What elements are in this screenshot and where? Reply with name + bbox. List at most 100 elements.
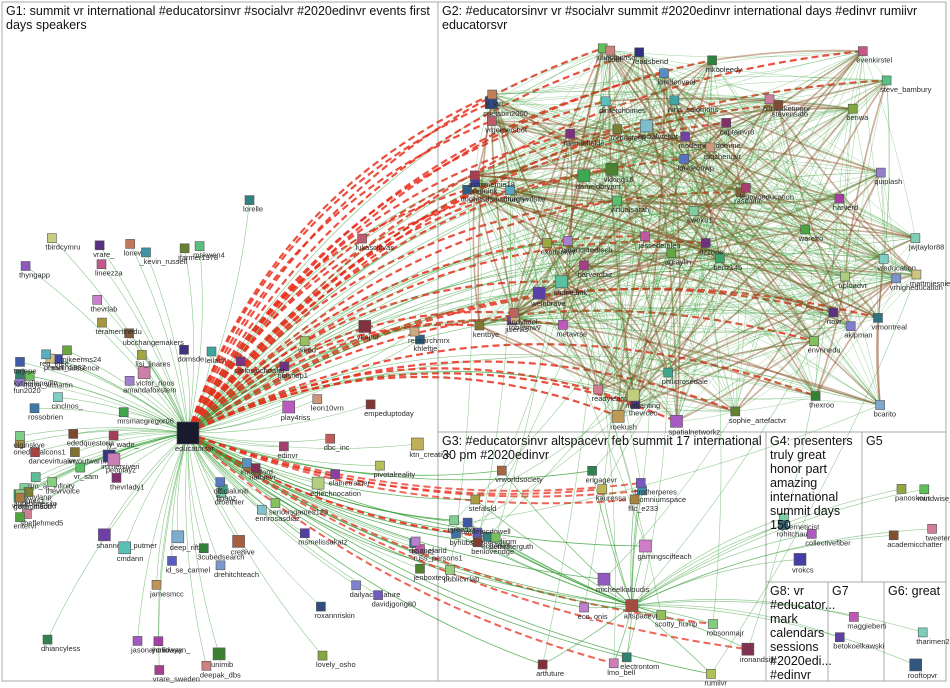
- node-mrsmacgregor06[interactable]: mrsmacgregor06: [117, 407, 174, 426]
- node-manuelfelde[interactable]: manuelfelde: [564, 129, 605, 147]
- node-tbirdcymru[interactable]: tbirdcymru: [45, 233, 80, 252]
- node-mattmiesnieks[interactable]: mattmiesnieks: [910, 269, 950, 288]
- node-leilach[interactable]: leilach: [205, 346, 226, 365]
- node-roekush[interactable]: roekush: [610, 409, 637, 431]
- node-bmarks4edtech[interactable]: bmarks4edtech: [561, 236, 612, 254]
- node-evenkirstel[interactable]: evenkirstel: [856, 46, 892, 65]
- node-wired[interactable]: wired: [297, 336, 316, 355]
- node-sophie-artefactvr[interactable]: sophie_artefactvr: [729, 406, 787, 425]
- node-virtualsarahj[interactable]: virtualsarahj: [610, 195, 651, 214]
- node-weinbrave[interactable]: weinbrave: [530, 286, 565, 308]
- node-mindwise-ck[interactable]: mindwise_ck: [918, 484, 950, 503]
- node-tweeter[interactable]: tweeter: [926, 523, 950, 542]
- node-netbanting[interactable]: netbanting: [625, 388, 660, 410]
- node-peoplayz[interactable]: peoplayz: [106, 453, 136, 474]
- node-lineezza[interactable]: lineezza: [95, 259, 123, 278]
- node-academicchatter[interactable]: academicchatter: [887, 530, 943, 549]
- node-elginskye[interactable]: elginskye: [14, 431, 45, 449]
- node-empeduptoday[interactable]: empeduptoday: [364, 399, 414, 418]
- node-stevensato[interactable]: stevensato: [772, 100, 808, 118]
- node-fllc-e233[interactable]: fllc_e233: [628, 494, 658, 513]
- node-dzzone[interactable]: dzzone: [699, 238, 723, 257]
- node-ededquestoria[interactable]: ededquestoria: [67, 429, 115, 447]
- node-vreducation[interactable]: vreducation: [877, 254, 916, 272]
- node-mkooleedy[interactable]: mkooleedy: [706, 55, 743, 74]
- node-edtechnocation[interactable]: edtechnocation: [310, 476, 361, 498]
- node-3cubedsearch[interactable]: 3cubedsearch: [197, 543, 244, 562]
- node-lovely-osho[interactable]: lovely_osho: [316, 650, 356, 669]
- node-vrokcs[interactable]: vrokcs: [792, 553, 814, 574]
- node-thevrlab[interactable]: thevrlab: [91, 294, 118, 313]
- node-id-se-carmel[interactable]: id_se_carmel: [166, 556, 211, 574]
- node-deepak-dbs[interactable]: deepak_dbs: [200, 660, 241, 679]
- node-teramertinedu[interactable]: teramertinedu: [96, 317, 142, 336]
- node-spatialnetworkz[interactable]: spatialnetworkz: [669, 414, 721, 436]
- node-maya-xrmartin[interactable]: maya_xrmartin: [23, 371, 73, 389]
- node-altspacevr[interactable]: altspacevr: [624, 599, 659, 621]
- node-rooftopvr[interactable]: rooftopvr: [908, 658, 938, 680]
- node-artfuture[interactable]: artfuture: [536, 659, 564, 678]
- node-leon10vrn[interactable]: leon10vrn: [311, 394, 344, 413]
- node-agraylin[interactable]: agraylin: [665, 248, 691, 267]
- node-goldiotusco[interactable]: goldiotusco: [14, 492, 52, 511]
- node-bcarito[interactable]: bcarito: [874, 400, 897, 419]
- node-uploadvr[interactable]: uploadvr: [839, 271, 868, 290]
- node-victor-rious[interactable]: victor_rious: [136, 366, 175, 388]
- node-thevrlady1[interactable]: thevrlady1: [110, 473, 145, 491]
- node-jy-wade-[interactable]: jy_wade_: [106, 430, 140, 449]
- node-jenboxtech[interactable]: jenboxtech: [413, 563, 450, 582]
- node-vrare-sweden[interactable]: vrare_sweden: [153, 665, 200, 684]
- node-betokoelkawski[interactable]: betokoelkawski: [833, 632, 884, 651]
- node-kauressa[interactable]: kauressa: [596, 484, 627, 503]
- node-quiplash[interactable]: quiplash: [874, 167, 902, 186]
- node-cmdann[interactable]: cmdann: [117, 541, 144, 563]
- node-jamesmcc[interactable]: jamesmcc: [149, 579, 184, 598]
- node-vrgemersbot[interactable]: vrgemersbot: [485, 116, 528, 135]
- node-kyraellenedin[interactable]: kyraellenedin: [14, 369, 58, 388]
- node-jwjtaylor88[interactable]: jwjtaylor88: [908, 233, 944, 252]
- node-dhiancyless[interactable]: dhiancyless: [41, 634, 80, 653]
- node-vrworldsociety[interactable]: vrworldsociety: [495, 465, 543, 484]
- node-lukasclitvas[interactable]: lukasclitvas: [356, 233, 395, 252]
- node-lorelle[interactable]: lorelle: [243, 195, 263, 214]
- node-ykapur[interactable]: ykapur: [357, 320, 380, 341]
- node-ewoutwarringa[interactable]: ewoutwarringa: [68, 447, 118, 466]
- node-thevrvoice[interactable]: thevrvoice: [46, 477, 80, 496]
- node-cinclnos-[interactable]: cinclnos_: [52, 392, 84, 411]
- node-drsanefarid[interactable]: drsanefarid: [409, 536, 447, 555]
- node-roxannriskin[interactable]: roxannriskin: [314, 601, 355, 620]
- node-yonidayan-[interactable]: yonidayan_: [152, 636, 191, 655]
- node-jl-ian[interactable]: jl_ian: [485, 89, 504, 108]
- node-dbc-inc[interactable]: dbc_inc: [324, 433, 350, 452]
- node-charliefink[interactable]: charliefink: [554, 275, 588, 297]
- node-vkking16[interactable]: vkking16: [604, 162, 634, 184]
- node-kentbye[interactable]: kentbye: [473, 320, 499, 339]
- node-akipman[interactable]: akipman: [844, 321, 873, 340]
- node-loreleonwp[interactable]: loreleonwp: [678, 154, 714, 172]
- node-metavrse[interactable]: metavrse: [556, 320, 587, 338]
- node-harverd[interactable]: harverd: [833, 193, 858, 212]
- node-tjbishop1[interactable]: tjbishop1: [278, 361, 308, 380]
- node-benloveridge[interactable]: benloveridge: [471, 537, 514, 556]
- node-socialvrchat[interactable]: socialvrchat: [638, 119, 679, 141]
- node-davidjgong80[interactable]: davidjgong80: [372, 590, 417, 609]
- node-khleftje[interactable]: khleftje: [414, 334, 438, 353]
- node-robsonmajr[interactable]: robsonmajr: [707, 619, 745, 638]
- node-researchmrx[interactable]: researchmrx: [408, 326, 450, 345]
- node-readsbend[interactable]: readsbend: [633, 47, 668, 66]
- node-eco-onis[interactable]: eco_onis: [578, 602, 608, 621]
- node-thyngapp[interactable]: thyngapp: [19, 261, 50, 280]
- node-electrontom[interactable]: electrontom: [620, 652, 659, 671]
- node-paulemcdowell[interactable]: paulemcdowell: [461, 517, 511, 536]
- node-enrirosasdiaz[interactable]: enrirosasdiaz: [255, 504, 300, 523]
- node-lisi-linares[interactable]: lisi_linares: [135, 350, 171, 368]
- node-steve-bambury[interactable]: steve_bambury: [880, 75, 932, 94]
- node-nina-salomons[interactable]: nina_salomons: [668, 95, 719, 114]
- node-unimib[interactable]: unimib: [211, 647, 233, 669]
- node-carlosjochoafer[interactable]: carlosjochoafer: [234, 356, 285, 375]
- node-amandafoxstem[interactable]: amandafoxstem: [123, 375, 176, 394]
- node-jfarmer1978[interactable]: jfarmer1978: [177, 243, 218, 262]
- node-micheelkaloudis[interactable]: micheelkaloudis: [596, 572, 650, 594]
- node-collectivefiber[interactable]: collectivefiber: [805, 529, 851, 547]
- node-seriousgames123[interactable]: seriousgames123: [269, 498, 328, 517]
